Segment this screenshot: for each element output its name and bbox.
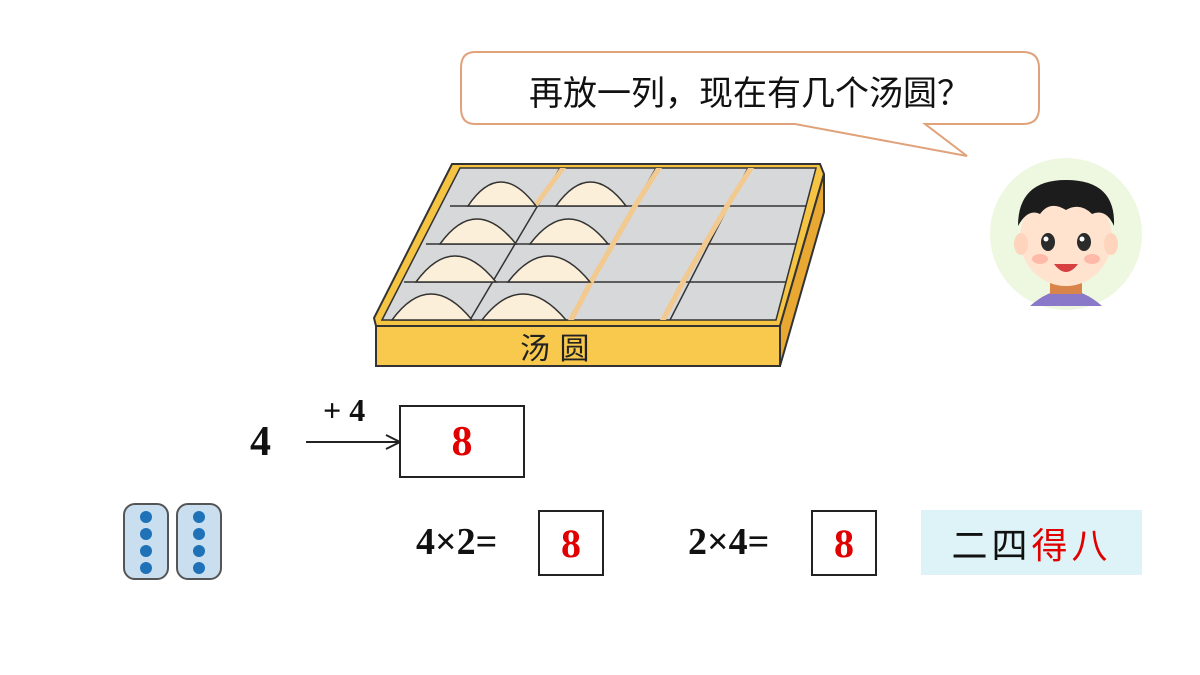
tray-label: 汤 圆 xyxy=(520,332,590,367)
mnemonic-part-2: 得八 xyxy=(1031,525,1112,567)
equation-2-answer: 8 xyxy=(834,520,854,566)
speech-bubble xyxy=(460,51,1040,157)
addition-result: 8 xyxy=(451,418,473,465)
speech-bubble-text: 再放一列，现在有几个汤圆？ xyxy=(529,74,971,114)
tangyuan-tray xyxy=(372,163,826,367)
equation-2-answer-box: 8 xyxy=(811,510,877,576)
equation-2-expr: 2×4= xyxy=(688,521,770,563)
boy-avatar-illustration xyxy=(990,158,1142,310)
arrow-icon xyxy=(306,434,402,450)
start-number: 4 xyxy=(250,419,271,465)
dot-cluster-icon xyxy=(176,503,222,580)
equation-1-expr: 4×2= xyxy=(416,521,498,563)
addition-result-box: 8 xyxy=(399,405,525,478)
equation-1-answer-box: 8 xyxy=(538,510,604,576)
dot-cluster-icon xyxy=(123,503,169,580)
equation-1-answer: 8 xyxy=(561,520,581,566)
step-label: + 4 xyxy=(323,392,366,428)
mnemonic-part-1: 二四 xyxy=(951,525,1032,567)
multiplication-mnemonic: 二四得八 xyxy=(921,510,1142,575)
